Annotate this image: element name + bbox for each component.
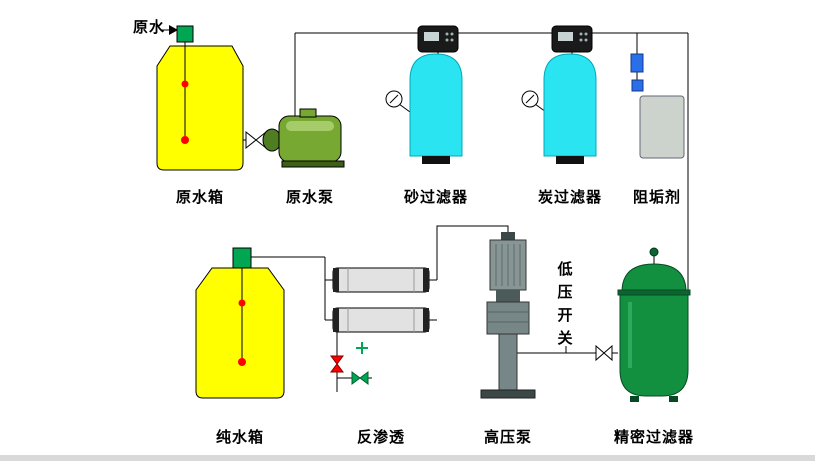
filter-dome [621, 263, 687, 293]
filter-base [556, 156, 584, 164]
membrane-endcap [423, 308, 429, 332]
pump-stages [486, 301, 530, 335]
dosing-injector [630, 53, 644, 73]
tank-body [156, 45, 244, 171]
drain-valve-red [330, 355, 344, 373]
membrane-ring [347, 308, 415, 332]
controller-button [579, 38, 583, 42]
raw-water-pump [262, 108, 345, 168]
label-raw-water-pump: 原水泵 [285, 188, 334, 206]
label-reverse-osmosis: 反渗透 [356, 428, 405, 446]
level-float-icon [181, 136, 189, 144]
ro-membrane-upper [332, 267, 430, 293]
filter-vessel [543, 53, 597, 157]
label-raw-water-tank: 原水箱 [175, 188, 224, 206]
membrane-endcap [333, 268, 339, 292]
membrane-ring [347, 268, 415, 292]
membrane-endcap [423, 268, 429, 292]
controller-button [584, 32, 588, 36]
gauge-needle [525, 94, 535, 104]
pump-column [498, 333, 518, 391]
label-raw-water: 原水 [132, 18, 165, 36]
dosing-injector-body [631, 79, 644, 92]
sand-filter [385, 25, 463, 164]
motor-cap [501, 232, 515, 240]
filter-foot [669, 396, 678, 402]
pump-highlight [286, 121, 334, 131]
label-sand-filter: 砂过滤器 [403, 188, 468, 206]
membrane-endcap [333, 308, 339, 332]
controller-button [579, 32, 583, 36]
label-precision-filter: 精密过滤器 [613, 428, 694, 446]
level-float-icon [238, 358, 246, 366]
bottom-strip [0, 455, 815, 461]
controller-button [450, 38, 454, 42]
precision-filter-inlet-valve [595, 344, 613, 362]
label-low-pressure-switch: 低压开关 [557, 260, 573, 347]
level-float-icon [238, 299, 246, 307]
filter-base [422, 156, 450, 164]
pump-base [480, 389, 536, 399]
label-high-pressure-pump: 高压泵 [483, 428, 532, 446]
controller-button [450, 32, 454, 36]
pump-base [281, 160, 345, 168]
pump-suction-cap [262, 128, 282, 152]
motor-fins [495, 244, 521, 286]
membrane-housing [332, 267, 430, 293]
label-pure-water-tank: 纯水箱 [215, 428, 264, 446]
filter-vessel [409, 53, 463, 157]
filter-body [619, 294, 689, 397]
carbon-filter [521, 25, 597, 164]
controller-button [445, 38, 449, 42]
sampling-cross-icon [356, 342, 368, 354]
filter-vent-knob [649, 247, 659, 257]
precision-filter [617, 247, 691, 402]
membrane-housing [332, 307, 430, 333]
tank-body [195, 267, 285, 399]
raw-water-tank [156, 25, 244, 171]
controller-button [445, 32, 449, 36]
controller-screen [558, 32, 573, 41]
label-carbon-filter: 炭过滤器 [537, 188, 602, 206]
drain-valve-green [351, 371, 369, 385]
label-antiscalant: 阻垢剂 [632, 188, 681, 206]
filter-flange [617, 289, 691, 296]
ro-drain-valves [330, 342, 369, 385]
tank-inlet-valve [232, 247, 252, 269]
controller-button [584, 38, 588, 42]
pure-water-tank [195, 247, 285, 399]
tank-inlet-valve [176, 25, 194, 43]
level-float-icon [181, 80, 189, 88]
controller-screen [424, 32, 439, 41]
ro-membrane-lower [332, 307, 430, 333]
raw-water-arrow-icon [169, 25, 178, 35]
gauge-needle [389, 94, 399, 104]
coupling [496, 290, 520, 302]
high-pressure-pump [480, 232, 536, 399]
filter-foot [630, 396, 639, 402]
antiscalant-dosing [630, 53, 685, 159]
stage-rings [487, 311, 529, 323]
antiscalant-tank [639, 95, 685, 159]
pump-top-knob [299, 108, 317, 118]
